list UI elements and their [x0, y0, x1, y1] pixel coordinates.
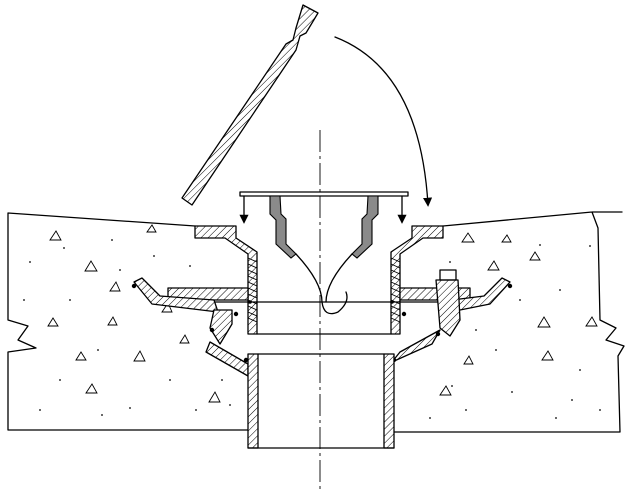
aggregate-left — [23, 224, 231, 416]
slab-left — [7, 212, 251, 431]
outlet-pipe — [247, 353, 395, 449]
drain-body — [187, 225, 461, 335]
concrete-slab — [7, 211, 625, 433]
membrane-seal — [131, 283, 513, 377]
grate-swing-arrow — [334, 36, 433, 207]
clamping-flange — [133, 269, 511, 337]
hinged-grate — [181, 4, 319, 206]
slab-right — [389, 211, 625, 433]
insert-direction-arrows — [239, 195, 407, 224]
odour-trap-cartridge — [239, 191, 409, 315]
